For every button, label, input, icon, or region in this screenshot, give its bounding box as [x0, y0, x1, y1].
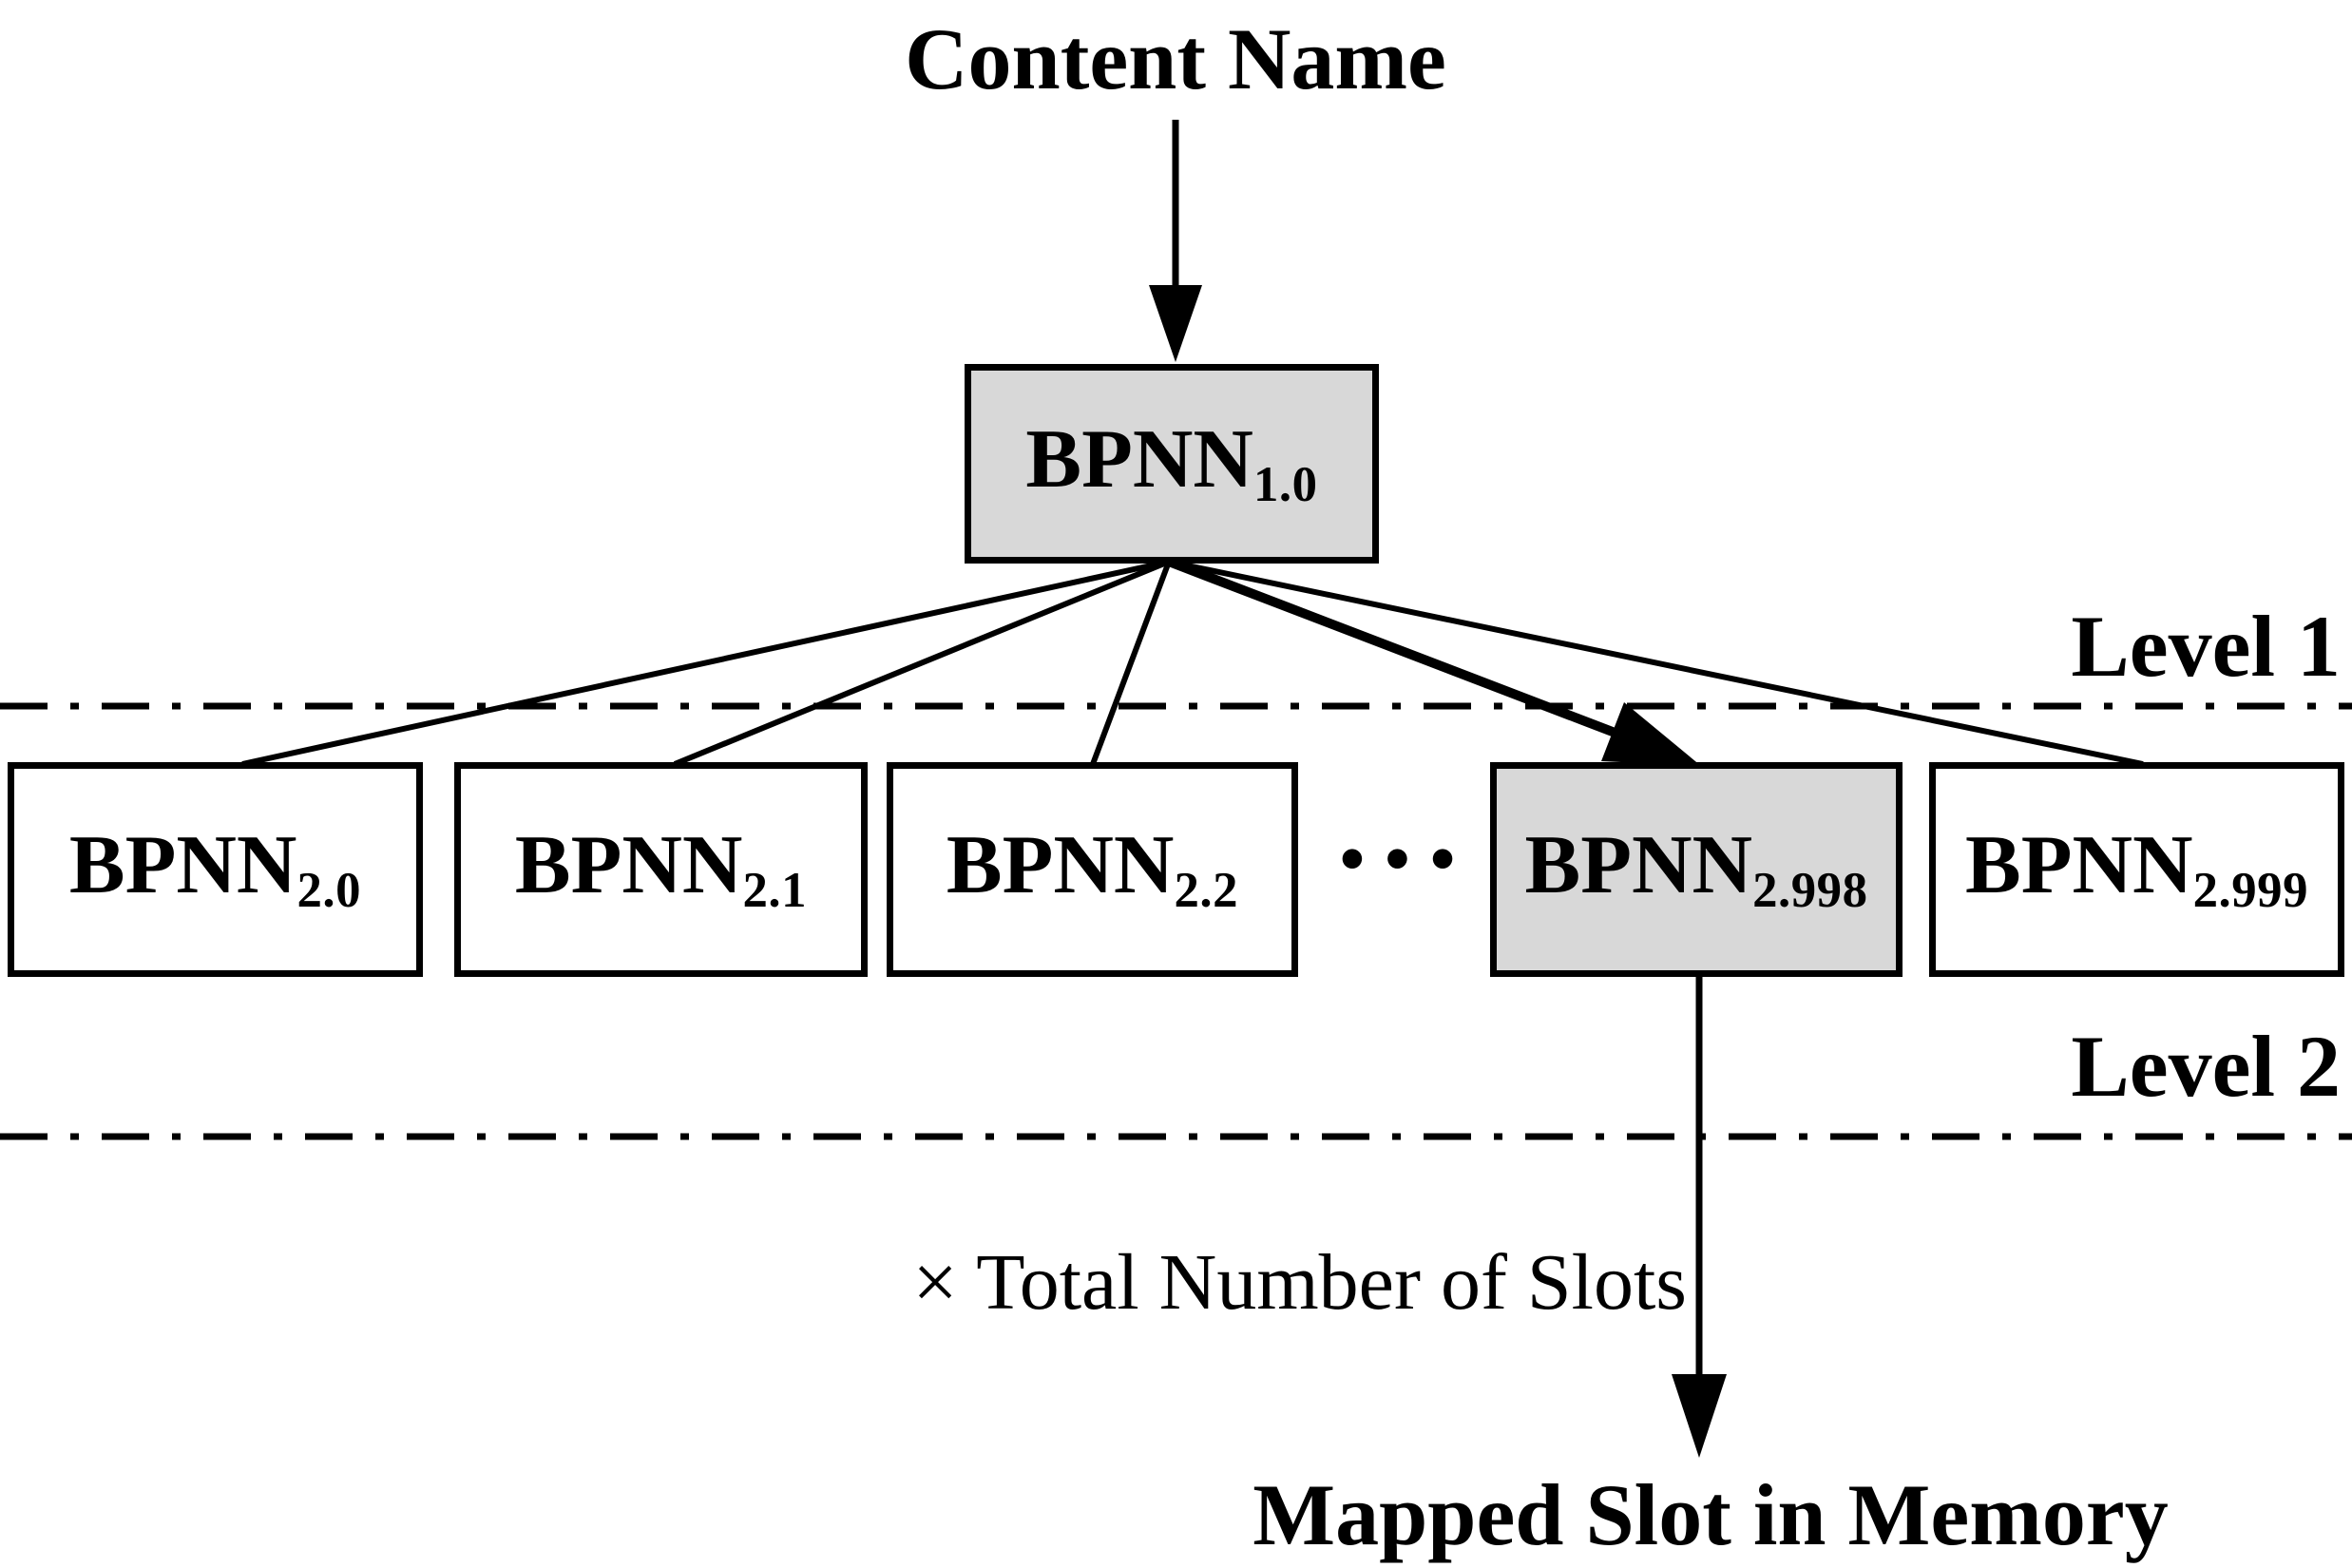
- fan-line-bpnn-2-2: [1090, 560, 1172, 766]
- node-bpnn-2-999-label: BPNN2.999: [1965, 823, 2308, 918]
- node-bpnn-2-2: BPNN2.2: [887, 762, 1298, 977]
- node-subscript: 2.998: [1752, 862, 1868, 918]
- node-bpnn-1-0: BPNN1.0: [965, 364, 1379, 564]
- node-subscript: 1.0: [1252, 456, 1318, 512]
- node-base-text: BPNN: [1025, 412, 1253, 506]
- node-bpnn-2-2-label: BPNN2.2: [947, 823, 1239, 918]
- fan-line-bpnn-2-1: [673, 559, 1171, 767]
- fan-line-bpnn-2-999: [1168, 559, 2144, 767]
- node-bpnn-2-1: BPNN2.1: [454, 762, 868, 977]
- selected-path-arrowhead: [1601, 702, 1701, 766]
- mapped-slot-label: Mapped Slot in Memory: [1252, 1466, 2169, 1563]
- node-subscript: 2.999: [2192, 862, 2308, 918]
- node-base-text: BPNN: [68, 818, 297, 911]
- content-name-label: Content Name: [905, 10, 1446, 107]
- node-bpnn-2-999: BPNN2.999: [1929, 762, 2344, 977]
- node-bpnn-1-0-label: BPNN1.0: [1025, 417, 1318, 512]
- node-base-text: BPNN: [946, 818, 1175, 911]
- node-bpnn-2-0-label: BPNN2.0: [69, 823, 362, 918]
- ellipsis-dots: •••: [1339, 819, 1476, 899]
- node-bpnn-2-998: BPNN2.998: [1490, 762, 1903, 977]
- node-bpnn-2-998-label: BPNN2.998: [1525, 823, 1868, 918]
- node-subscript: 2.2: [1174, 862, 1239, 918]
- node-bpnn-2-1-label: BPNN2.1: [515, 823, 808, 918]
- node-base-text: BPNN: [1965, 818, 2193, 911]
- fan-line-bpnn-2-0: [241, 559, 1170, 767]
- node-base-text: BPNN: [1524, 818, 1753, 911]
- level-1-label: Level 1: [2071, 598, 2341, 695]
- content-name-arrowhead: [1149, 285, 1202, 362]
- node-subscript: 2.1: [742, 862, 808, 918]
- slot-arrowhead: [1672, 1374, 1727, 1458]
- node-base-text: BPNN: [514, 818, 743, 911]
- node-bpnn-2-0: BPNN2.0: [8, 762, 423, 977]
- level-2-label: Level 2: [2071, 1018, 2341, 1115]
- total-slots-note: × Total Number of Slots: [912, 1238, 1687, 1327]
- node-subscript: 2.0: [296, 862, 362, 918]
- selected-path-line: [1167, 557, 1632, 743]
